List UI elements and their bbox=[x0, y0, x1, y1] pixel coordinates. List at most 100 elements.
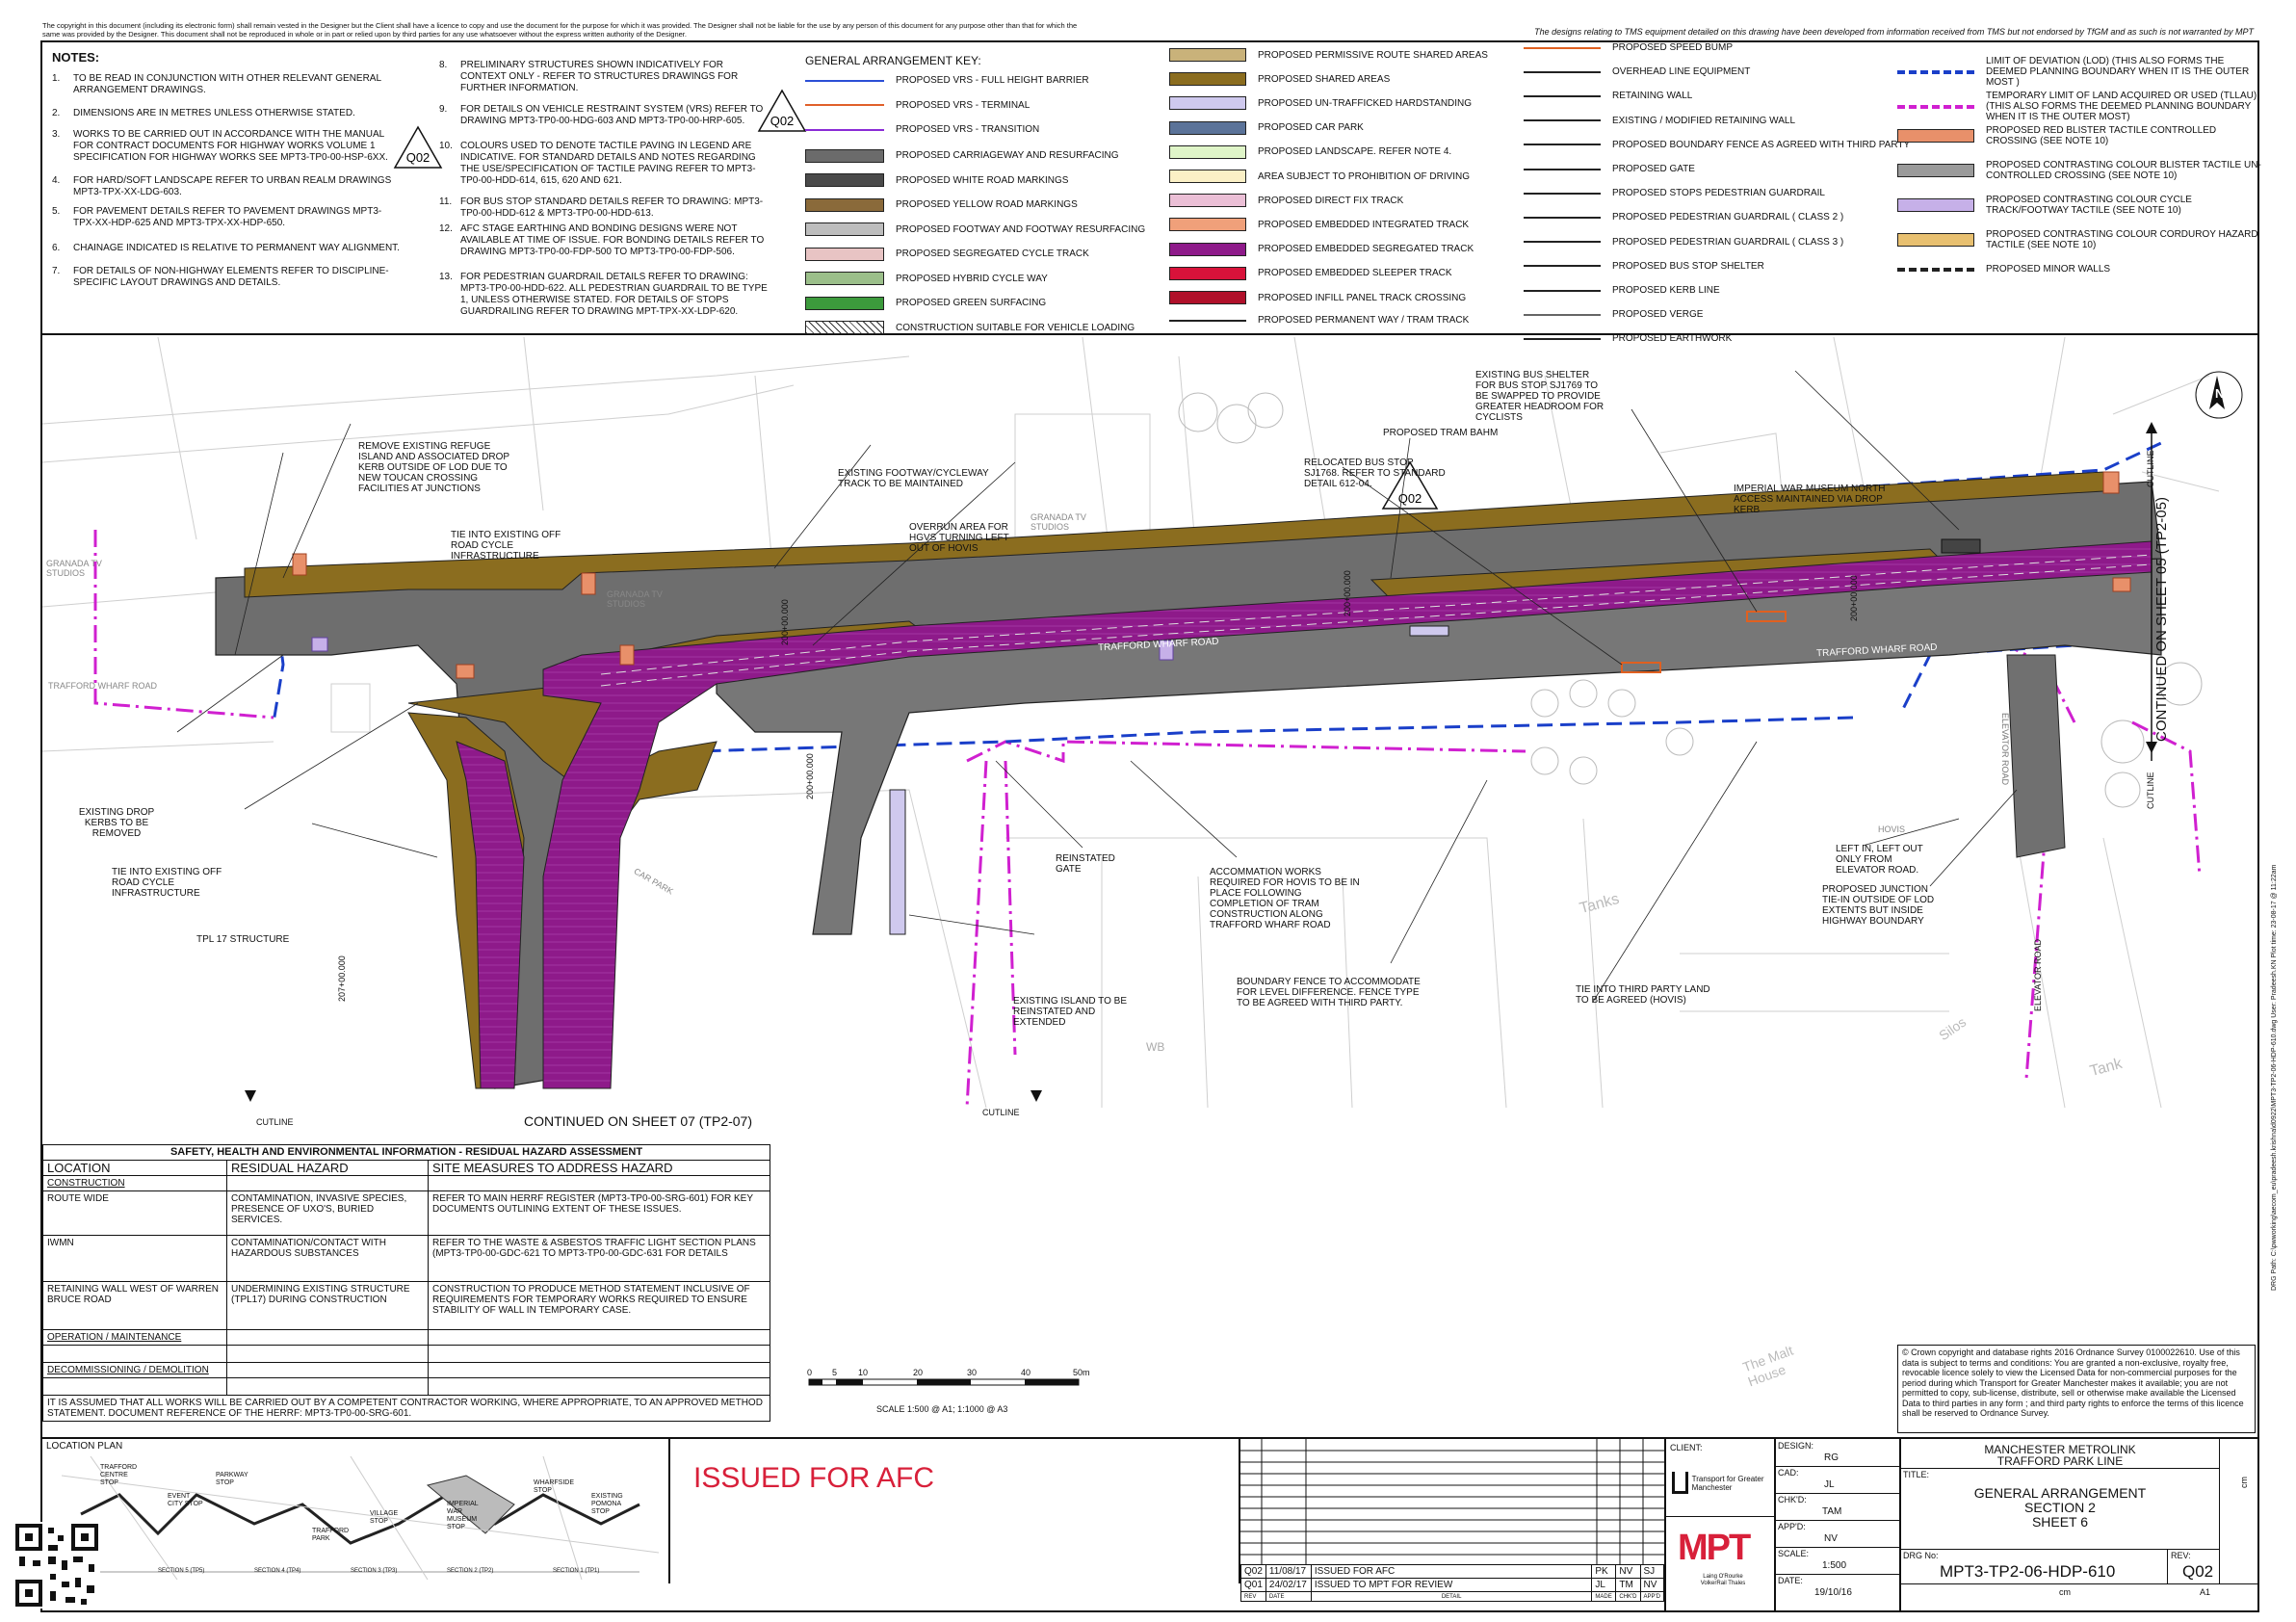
key-item: PROPOSED UN-TRAFFICKED HARDSTANDING bbox=[1169, 96, 1472, 111]
key-item: TEMPORARY LIMIT OF LAND ACQUIRED OR USED… bbox=[1897, 91, 2265, 122]
key-item: PROPOSED EMBEDDED SLEEPER TRACK bbox=[1169, 266, 1452, 280]
client-name: Transport for Greater Manchester bbox=[1691, 1474, 1764, 1492]
key-item: PROPOSED GREEN SURFACING bbox=[805, 296, 1046, 310]
revision-triangle-label: Q02 bbox=[770, 114, 795, 128]
key-swatch bbox=[1524, 192, 1601, 195]
key-item: PROPOSED PEDESTRIAN GUARDRAIL ( CLASS 3 … bbox=[1524, 237, 1843, 248]
note-text: FOR DETAILS OF NON-HIGHWAY ELEMENTS REFE… bbox=[73, 266, 389, 288]
rev-header: CHK'D bbox=[1615, 1591, 1641, 1602]
hazard-col-location: LOCATION bbox=[42, 1160, 227, 1176]
note-text: DIMENSIONS ARE IN METRES UNLESS OTHERWIS… bbox=[73, 108, 355, 118]
annotation-overrun-area: OVERRUN AREA FOR HGVS TURNING LEFT OUT O… bbox=[909, 522, 1009, 554]
key-label: PROPOSED BUS STOP SHELTER bbox=[1612, 260, 1764, 272]
rev-cell: Q01 bbox=[1240, 1578, 1266, 1592]
revision-triangle-note3: Q02 bbox=[393, 125, 443, 169]
key-label: PROPOSED PEDESTRIAN GUARDRAIL ( CLASS 3 … bbox=[1612, 236, 1844, 248]
note-number: 8. bbox=[439, 60, 448, 70]
loc-label-wharfside: WHARFSIDE STOP bbox=[534, 1479, 574, 1494]
annotation-imperial-war-museum: IMPERIAL WAR MUSEUM NORTH ACCESS MAINTAI… bbox=[1734, 484, 1886, 515]
key-item: RETAINING WALL bbox=[1524, 91, 1692, 101]
existing-island bbox=[889, 789, 906, 935]
annotation-left-in-left-out: LEFT IN, LEFT OUT ONLY FROM ELEVATOR ROA… bbox=[1836, 844, 1923, 876]
annotation-existing-island: EXISTING ISLAND TO BE REINSTATED AND EXT… bbox=[1013, 996, 1127, 1028]
key-swatch bbox=[805, 128, 884, 131]
key-swatch bbox=[1524, 94, 1601, 97]
key-swatch bbox=[1524, 119, 1601, 122]
key-label: PROPOSED DIRECT FIX TRACK bbox=[1258, 195, 1404, 206]
loc-section-4: SECTION 4 (TP4) bbox=[254, 1568, 301, 1574]
key-swatch bbox=[1169, 144, 1246, 159]
key-label: PROPOSED CARRIAGEWAY AND RESURFACING bbox=[896, 150, 1119, 161]
client-panel: CLIENT: Transport for Greater Manchester… bbox=[1666, 1439, 1776, 1610]
key-swatch bbox=[805, 148, 884, 163]
cm-marker: cm bbox=[2059, 1587, 2071, 1597]
annotation-tram-bahm: PROPOSED TRAM BAHM bbox=[1383, 428, 1499, 438]
annotation-accommodation-works: ACCOMMATION WORKS REQUIRED FOR HOVIS TO … bbox=[1210, 867, 1360, 930]
title-line-1: GENERAL ARRANGEMENT bbox=[1973, 1485, 2147, 1501]
key-item: PROPOSED HYBRID CYCLE WAY bbox=[805, 272, 1048, 285]
key-label: PROPOSED PERMISSIVE ROUTE SHARED AREAS bbox=[1258, 49, 1488, 61]
annotation-relocated-bus-stop: RELOCATED BUS STOP SJ1768. REFER TO STAN… bbox=[1304, 458, 1446, 489]
key-item: PROPOSED WHITE ROAD MARKINGS bbox=[805, 173, 1068, 187]
note-text: AFC STAGE EARTHING AND BONDING DESIGNS W… bbox=[460, 223, 765, 257]
qr-code-icon bbox=[13, 1522, 100, 1609]
key-label: TEMPORARY LIMIT OF LAND ACQUIRED OR USED… bbox=[1986, 91, 2257, 122]
appd-value: NV bbox=[1824, 1533, 1838, 1544]
copyright-text: The copyright in this document (includin… bbox=[42, 21, 1078, 39]
key-item: PROPOSED EMBEDDED INTEGRATED TRACK bbox=[1169, 218, 1470, 232]
note-number: 2. bbox=[52, 108, 61, 118]
note-number: 1. bbox=[52, 73, 61, 84]
key-label: PROPOSED EMBEDDED SLEEPER TRACK bbox=[1258, 268, 1452, 279]
drawing-number: MPT3-TP2-06-HDP-610 bbox=[1940, 1562, 2116, 1581]
track-centrelines bbox=[600, 554, 2152, 687]
annotation-tie-in-2: TIE INTO EXISTING OFF ROAD CYCLE INFRAST… bbox=[112, 867, 222, 899]
rev-app-cell: NV bbox=[1639, 1578, 1665, 1592]
note-number: 5. bbox=[52, 206, 61, 217]
key-swatch bbox=[1524, 337, 1601, 340]
key-label: PROPOSED PEDESTRIAN GUARDRAIL ( CLASS 2 … bbox=[1612, 212, 1844, 223]
note-text: FOR BUS STOP STANDARD DETAILS REFER TO D… bbox=[460, 196, 764, 219]
title-panel: MANCHESTER METROLINK TRAFFORD PARK LINE … bbox=[1901, 1439, 2259, 1610]
bus-stop-sj1768[interactable] bbox=[1621, 662, 1661, 673]
key-item: OVERHEAD LINE EQUIPMENT bbox=[1524, 66, 1750, 77]
loc-section-1: SECTION 1 (TP1) bbox=[553, 1568, 600, 1574]
annotation-drop-kerbs-removed: EXISTING DROP KERBS TO BE REMOVED bbox=[78, 807, 155, 839]
cutline-arrow-right bbox=[1031, 1090, 1042, 1102]
key-item: PROPOSED EMBEDDED SEGREGATED TRACK bbox=[1169, 242, 1474, 256]
tram-track-spur bbox=[456, 741, 525, 1089]
loc-label-parkway: PARKWAY STOP bbox=[216, 1472, 248, 1486]
loc-label-village: VILLAGE STOP bbox=[370, 1510, 399, 1525]
key-swatch bbox=[1524, 46, 1601, 49]
cycle-tactiles bbox=[311, 637, 1174, 661]
tactile-crossings bbox=[292, 471, 2131, 679]
loc-section-2: SECTION 2 (TP2) bbox=[447, 1568, 494, 1574]
key-label: PROPOSED SPEED BUMP bbox=[1612, 42, 1734, 53]
general-arrangement-plan[interactable]: N Q02 bbox=[42, 337, 2257, 1117]
key-label: PROPOSED EMBEDDED INTEGRATED TRACK bbox=[1258, 219, 1470, 230]
cm-marker-side: cm bbox=[2239, 1477, 2249, 1488]
key-swatch bbox=[1897, 129, 1974, 143]
note-number: 3. bbox=[52, 129, 61, 140]
hazard-footer: IT IS ASSUMED THAT ALL WORKS WILL BE CAR… bbox=[42, 1395, 770, 1422]
bus-stop-sj1769[interactable] bbox=[1746, 611, 1787, 622]
key-label: RETAINING WALL bbox=[1612, 91, 1693, 102]
key-label: PROPOSED GATE bbox=[1612, 164, 1695, 174]
key-item: PROPOSED CONTRASTING COLOUR BLISTER TACT… bbox=[1897, 160, 2265, 181]
residual-hazard-table: SAFETY, HEALTH AND ENVIRONMENTAL INFORMA… bbox=[42, 1144, 770, 1422]
note-number: 9. bbox=[439, 104, 448, 115]
mpt-sub: Laing O'Rourke VolkerRail Thales bbox=[1700, 1574, 1746, 1586]
key-item: PROPOSED CARRIAGEWAY AND RESURFACING bbox=[805, 148, 1119, 163]
refuge-island bbox=[1409, 625, 1449, 637]
road-label-elevator-road-2: ELEVATOR ROAD bbox=[2033, 938, 2043, 1011]
note-text: PRELIMINARY STRUCTURES SHOWN INDICATIVEL… bbox=[460, 60, 739, 93]
annotation-footway-maintained: EXISTING FOOTWAY/CYCLEWAY TRACK TO BE MA… bbox=[838, 468, 989, 489]
key-label: PROPOSED VRS - FULL HEIGHT BARRIER bbox=[896, 75, 1089, 86]
revisions-panel: Q02 11/08/17 ISSUED FOR AFC PK NV SJ Q01… bbox=[1240, 1439, 1666, 1610]
loc-label-trafford-park: TRAFFORD PARK bbox=[312, 1528, 350, 1542]
drawing-frame bbox=[40, 40, 2259, 1612]
appd-label: APP'D: bbox=[1778, 1522, 1806, 1531]
key-item: PROPOSED CONTRASTING COLOUR CYCLE TRACK/… bbox=[1897, 195, 2265, 216]
key-item: PROPOSED STOPS PEDESTRIAN GUARDRAIL bbox=[1524, 188, 1825, 198]
hazard-row-location: ROUTE WIDE bbox=[42, 1190, 227, 1236]
hazard-section-decommissioning: DECOMMISSIONING / DEMOLITION bbox=[42, 1362, 227, 1378]
